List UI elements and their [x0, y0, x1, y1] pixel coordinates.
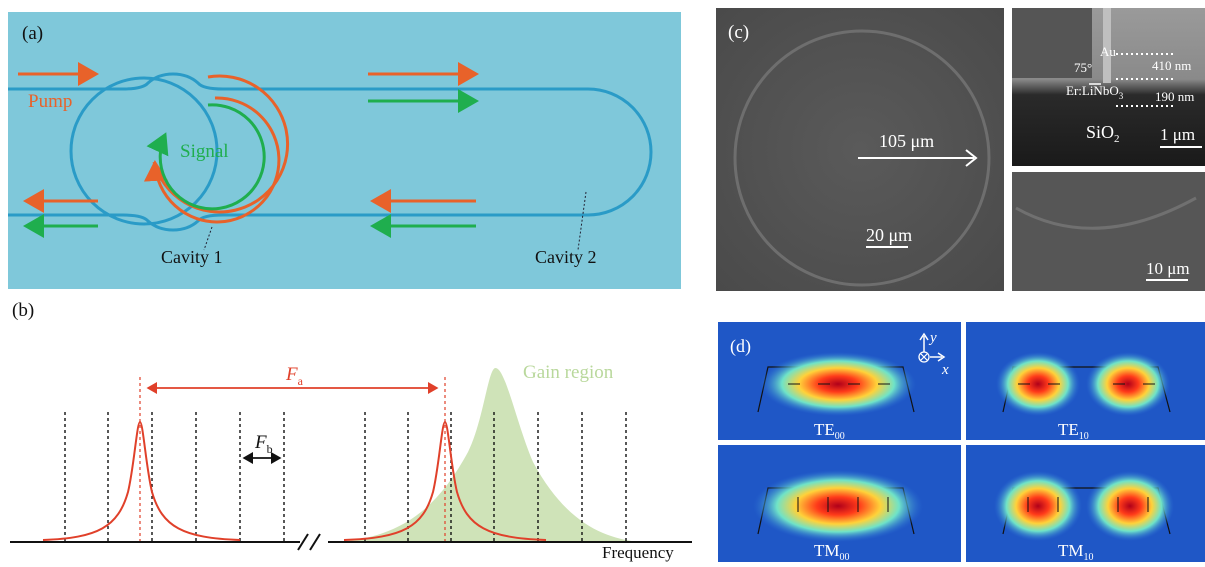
thickness-190-label: 190 nm — [1155, 89, 1194, 104]
panel-b-label: (b) — [12, 300, 34, 321]
sem-main-image — [716, 8, 1004, 291]
sem-edge-image — [1012, 172, 1205, 291]
cavity-mode-lines — [64, 412, 627, 542]
field-vector-arrows — [788, 383, 1155, 512]
ring-cavity-1 — [69, 76, 219, 226]
angle-label: 75° — [1074, 60, 1092, 75]
signal-label: Signal — [180, 141, 229, 162]
axis-break-1 — [297, 533, 309, 551]
panel-a-ring-cavity-diagram: (a) Pump Signal Cavity 1 Cavity 2 — [8, 12, 681, 289]
pump-circular-arrow-head — [143, 96, 281, 224]
tm10-label: TM10 — [1058, 541, 1094, 562]
tm00-label: TM00 — [814, 541, 850, 562]
gain-region-shape — [338, 367, 638, 542]
cross-section-dark-region — [1012, 8, 1092, 78]
panel-c-canvas: (c) 105 μm 20 μm Au 75° 410 nm Er:LiNbO3… — [716, 8, 1205, 291]
te00-mode-intensity — [760, 352, 916, 416]
microdisk-outline — [733, 29, 991, 287]
x-axis-label: x — [941, 362, 949, 378]
panel-a-background — [8, 12, 681, 289]
axis-break-2 — [309, 533, 321, 551]
cavity-1-label: Cavity 1 — [161, 247, 223, 267]
outer-waveguide-cavity-2 — [8, 72, 653, 232]
panel-d-label: (d) — [730, 336, 751, 357]
resonance-peak-1 — [42, 420, 241, 541]
tm10-mode-lobe-right — [1086, 471, 1174, 541]
gain-region-label: Gain region — [523, 362, 614, 383]
signal-circular-arrow — [146, 103, 266, 211]
panel-a-canvas: (a) Pump Signal Cavity 1 Cavity 2 — [8, 12, 681, 289]
panel-c-sem-images: (c) 105 μm 20 μm Au 75° 410 nm Er:LiNbO3… — [716, 8, 1205, 293]
resonance-peak-2 — [343, 420, 547, 541]
bottom-scale-label: 10 μm — [1146, 259, 1190, 278]
cavity-2-leader — [577, 191, 587, 251]
panel-c-label: (c) — [728, 22, 749, 43]
panel-b-spectrum-diagram: (b) Gain region Fa Fb Frequency — [8, 292, 693, 562]
tm00-mode-intensity — [753, 470, 923, 542]
panel-a-label: (a) — [22, 23, 43, 44]
cavity-2-label: Cavity 2 — [535, 247, 597, 267]
thickness-410-label: 410 nm — [1152, 58, 1191, 73]
cavity-1-leader — [203, 226, 213, 251]
pump-label: Pump — [28, 91, 72, 112]
te10-mode-lobe-left — [996, 352, 1080, 416]
inset-scale-label: 1 μm — [1160, 125, 1195, 144]
te10-mode-lobe-right — [1086, 352, 1170, 416]
panel-d-canvas: (d) y x TE00 TE10 TM00 TM10 — [718, 322, 1205, 563]
radius-label: 105 μm — [879, 131, 934, 151]
disk-edge-curve — [1015, 196, 1197, 230]
te10-label: TE10 — [1058, 420, 1089, 442]
fa-label: Fa — [285, 364, 304, 388]
panel-b-canvas: (b) Gain region Fa Fb Frequency — [10, 300, 692, 562]
tm10-mode-lobe-left — [994, 471, 1082, 541]
au-label: Au — [1100, 44, 1116, 59]
radius-arrow-head — [965, 149, 978, 167]
panel-d-mode-profiles: (d) y x TE00 TE10 TM00 TM10 — [718, 322, 1205, 563]
frequency-axis-label: Frequency — [602, 543, 674, 562]
y-axis-label: y — [928, 330, 937, 346]
axes-indicator: y x — [918, 330, 949, 378]
main-scale-label: 20 μm — [866, 225, 912, 245]
fb-label: Fb — [254, 432, 273, 456]
substrate-label: SiO2 — [1086, 122, 1120, 145]
te00-label: TE00 — [814, 420, 845, 442]
material-label: Er:LiNbO3 — [1066, 83, 1124, 101]
au-electrode — [1103, 8, 1111, 83]
waveguide-paths — [8, 72, 653, 232]
